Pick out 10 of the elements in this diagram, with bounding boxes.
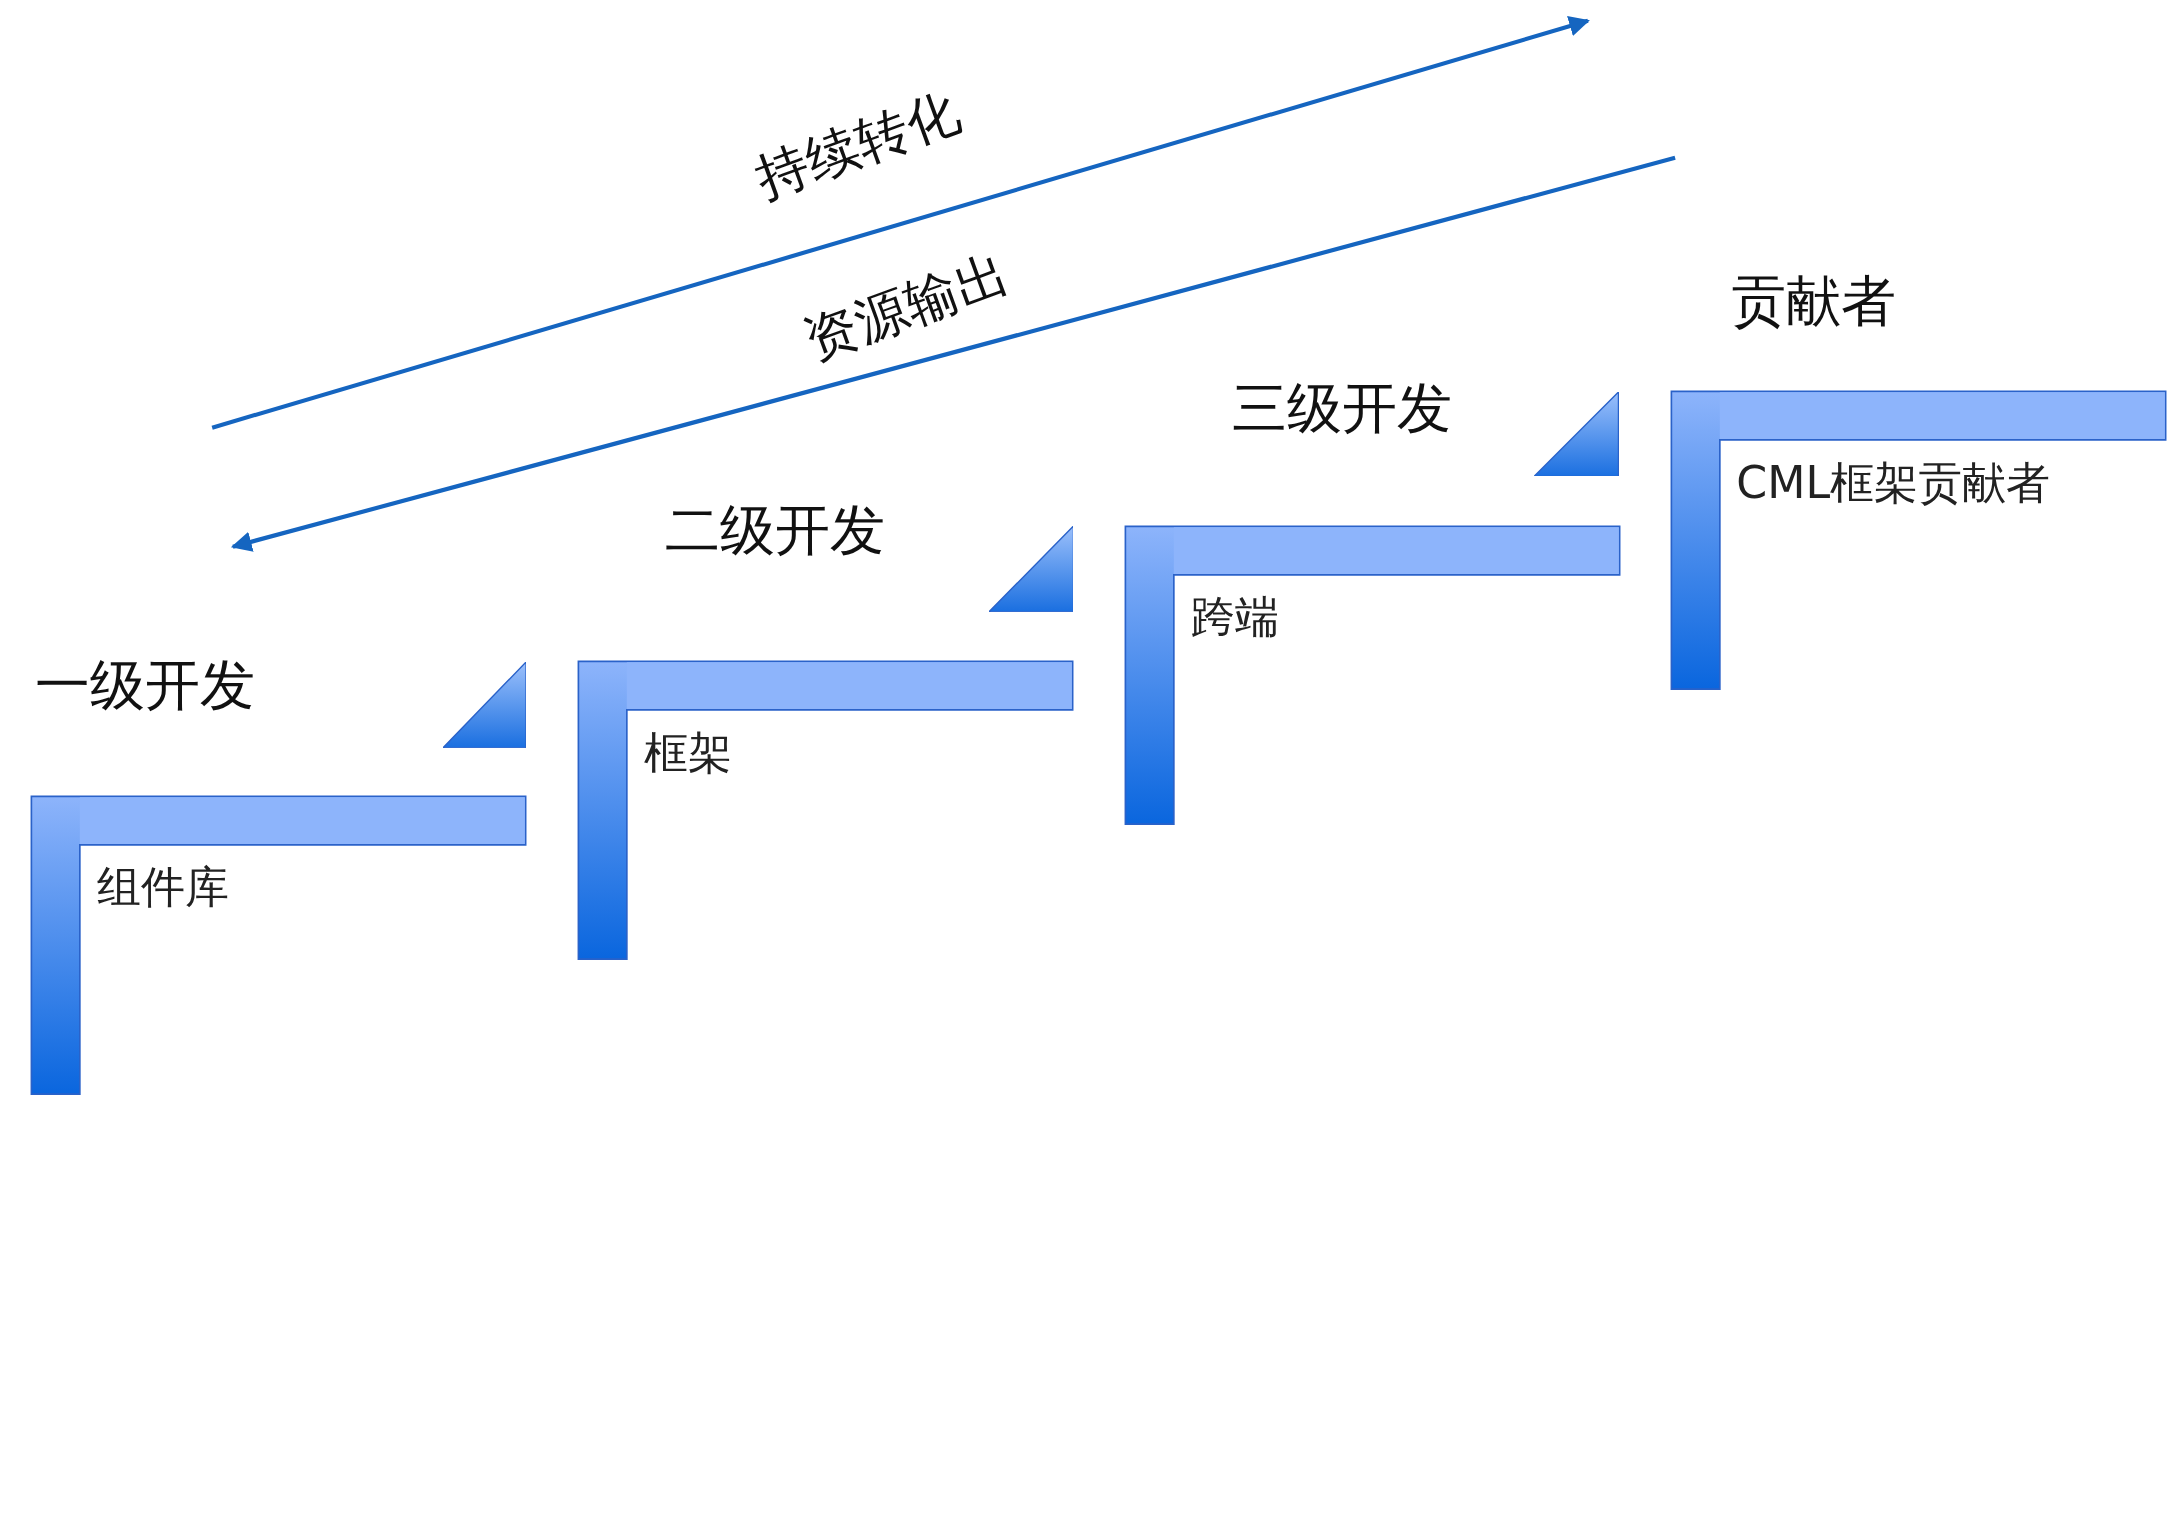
arrow-label: 资源输出 (798, 246, 1016, 369)
step-heading: 一级开发 (34, 657, 255, 714)
step-heading: 二级开发 (664, 502, 885, 558)
step-label: 框架 (643, 731, 732, 776)
step-heading: 贡献者 (1730, 274, 1896, 330)
arrow-label: 持续转化 (749, 84, 968, 207)
step-label: CML框架贡献者 (1736, 461, 2051, 506)
step-heading: 三级开发 (1232, 380, 1453, 437)
step-label: 跨端 (1190, 595, 1279, 640)
step-label: 组件库 (96, 865, 229, 910)
